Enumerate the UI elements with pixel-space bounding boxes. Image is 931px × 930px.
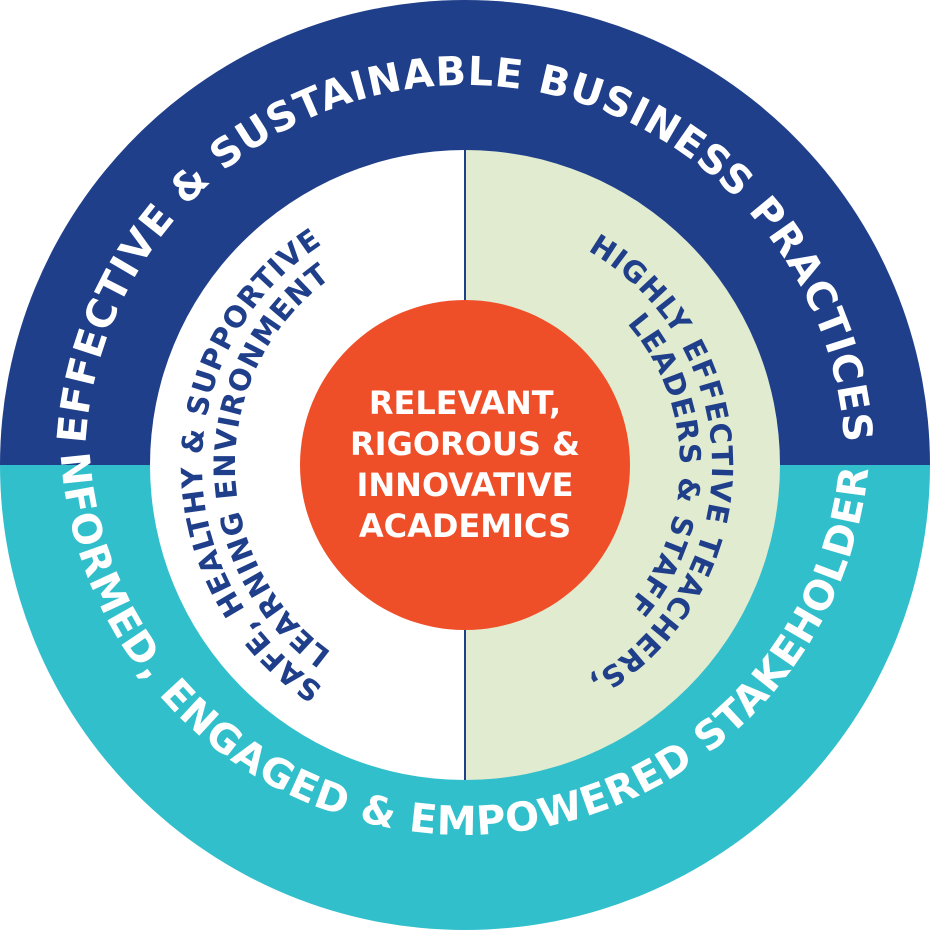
center-label-line-2: RIGOROUS & (350, 425, 580, 463)
center-circle (300, 300, 630, 630)
center-label-line-3: INNOVATIVE (356, 466, 573, 504)
center-label-line-4: ACADEMICS (359, 507, 571, 545)
center-label-line-1: RELEVANT, (369, 384, 561, 422)
